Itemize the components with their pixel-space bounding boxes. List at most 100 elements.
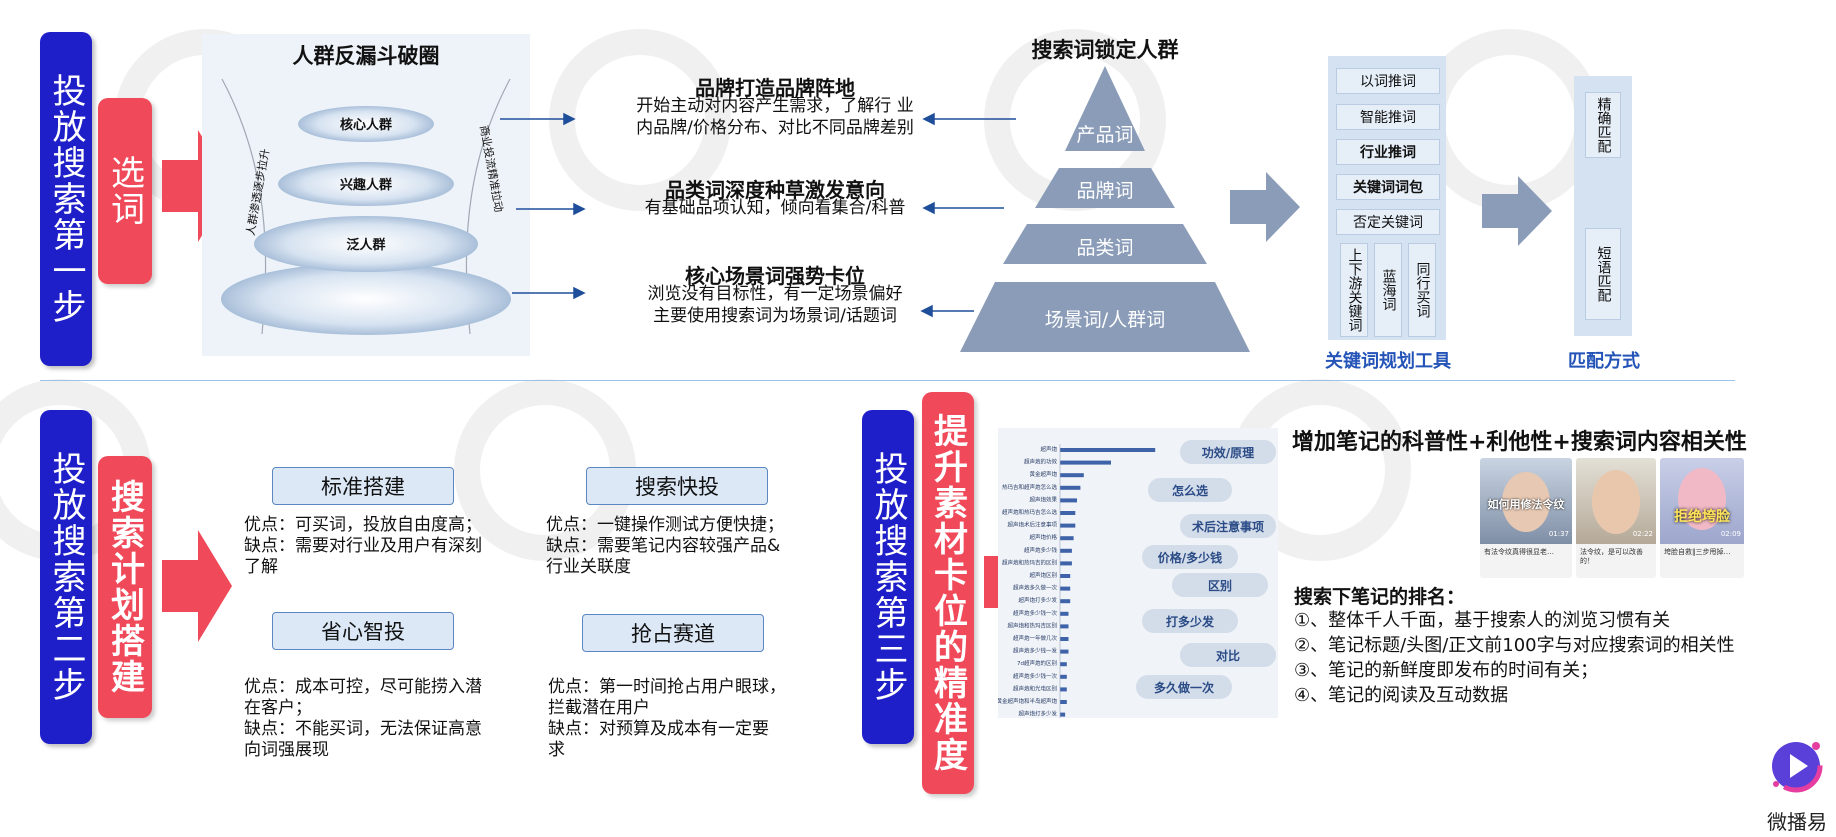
plan-track-line2: 拦截潜在用户: [548, 698, 650, 718]
pyramid-to-text-arrows: [920, 112, 1016, 318]
kw-item-2: 智能推词: [1336, 104, 1440, 130]
chip-shots: 打多少发: [1142, 609, 1238, 633]
kw-vert-1: 上下游关键词: [1340, 243, 1368, 337]
bar: [1060, 574, 1071, 578]
bar: [1060, 611, 1069, 616]
step2-red-arrow: [162, 530, 232, 642]
brand-logo-text: 微播易: [1767, 810, 1827, 834]
chip-diff: 区别: [1172, 573, 1268, 597]
bar-label: 超声炮: [1040, 445, 1057, 453]
bar-label: 黄金超声炮和半岛超声炮: [998, 697, 1057, 705]
plan-smart-line3: 缺点：不能买词，无法保证高意: [244, 719, 482, 739]
bar: [1060, 448, 1156, 452]
bar: [1060, 599, 1071, 604]
step2-title: 投放搜索第二步: [40, 410, 92, 744]
bar: [1060, 649, 1069, 654]
bar-label: 超声炮区别: [1029, 571, 1057, 579]
plan-quick-line3: 行业关联度: [546, 557, 631, 577]
thumb-1-time: 01:37: [1548, 530, 1569, 538]
grey-arrow-1: [1230, 172, 1300, 242]
bar: [1060, 536, 1074, 541]
bar: [1060, 511, 1076, 515]
search-term-bars: 超声炮超声炮的功效黄金超声炮热玛吉和超声炮怎么选超声炮效果超声炮和热玛吉怎么选超…: [998, 444, 1156, 718]
bar: [1060, 662, 1067, 667]
bar: [1060, 473, 1084, 478]
pyramid-level-brand: 品牌词: [1076, 180, 1134, 202]
funnel-layer-broad: 泛人群: [346, 238, 386, 253]
plan-smart: 省心智投: [272, 612, 454, 650]
plan-smart-line4: 向词强展现: [244, 740, 329, 760]
pyramid-level-product: 产品词: [1076, 124, 1134, 146]
thumb-3-overlay: 拒绝垮脸: [1674, 509, 1730, 525]
bar-label: 超声炮打多少发: [1018, 710, 1057, 718]
funnel-layer-interest: 兴趣人群: [339, 178, 392, 193]
funnel-title: 人群反漏斗破圈: [292, 44, 440, 68]
bar: [1060, 561, 1072, 566]
thumb-3-caption: 垮脸自救‖三步甩掉…: [1664, 548, 1731, 556]
pyramid-level-category: 品类词: [1076, 237, 1134, 259]
bar-label: 热玛吉和超声炮怎么选: [1002, 483, 1058, 491]
middle-2-title: 品类词深度种草激发意向: [665, 178, 885, 202]
chip-price: 价格/多少钱: [1142, 545, 1238, 569]
grey-arrow-2: [1482, 176, 1552, 246]
kw-item-4: 关键词词包: [1336, 174, 1440, 200]
bar-label: 超声炮价格: [1029, 533, 1057, 541]
pyramid-title: 搜索词锁定人群: [1031, 38, 1179, 62]
kw-item-5: 否定关键词: [1336, 209, 1440, 235]
middle-3-title: 核心场景词强势卡位: [685, 264, 865, 288]
chip-compare: 对比: [1180, 643, 1276, 667]
plan-quick-line1: 优点：一键操作测试方便快捷；: [546, 515, 784, 535]
thumb-3: 拒绝垮脸 02:09 垮脸自救‖三步甩掉…: [1660, 458, 1744, 578]
kw-item-3: 行业推词: [1336, 139, 1440, 165]
bar-label: 超声炮多久做一次: [1013, 584, 1058, 592]
ranking-title: 搜索下笔记的排名：: [1294, 586, 1466, 608]
ranking-3: ③、笔记的新鲜度即发布的时间有关；: [1294, 660, 1599, 681]
bar-label: 超声炮术后注意事项: [1007, 521, 1057, 529]
middle-3-line1: 浏览没有目标性，有一定场景偏好: [647, 284, 903, 304]
bar-label: 超声炮和热玛吉的区别: [1002, 558, 1057, 566]
section-divider: [40, 380, 1735, 381]
thumb-1: 如何用修法令纹 01:37 有法令纹真得很显老…: [1480, 458, 1572, 578]
middle-2-line1: 有基础品项认知，倾向看集合/科普: [644, 198, 906, 218]
middle-1-title: 品牌打造品牌阵地: [695, 76, 855, 100]
middle-3-line2: 主要使用搜索词为场景词/话题词: [653, 306, 897, 326]
bar: [1060, 712, 1066, 717]
middle-1-line2: 内品牌/价格分布、对比不同品牌差别: [636, 118, 914, 138]
plan-standard: 标准搭建: [272, 467, 454, 505]
step2-subtitle: 搜索计划搭建: [98, 456, 152, 718]
chip-efficacy: 功效/原理: [1180, 440, 1276, 464]
step3-headline: 增加笔记的科普性+利他性+搜索词内容相关性: [1292, 430, 1747, 455]
bar: [1060, 700, 1067, 704]
match-exact: 精确匹配: [1585, 92, 1621, 158]
ranking-4: ④、笔记的阅读及互动数据: [1294, 685, 1509, 706]
bar-label: 超声炮多少钱一次: [1013, 672, 1058, 680]
bar-label: 超声炮多少钱一发: [1013, 647, 1058, 655]
bar: [1060, 523, 1076, 528]
ranking-1: ①、整体千人千面，基于搜索人的浏览习惯有关: [1294, 610, 1671, 631]
thumb-2-time: 02:22: [1632, 530, 1653, 538]
thumb-3-time: 02:09: [1720, 530, 1741, 538]
step1-subtitle: 选词: [98, 98, 152, 284]
chip-aftercare: 术后注意事项: [1180, 514, 1276, 538]
bar-label: 超声炮多少钱一次: [1013, 609, 1058, 617]
kw-vert-3: 同行买词: [1408, 243, 1436, 337]
funnel-to-text-arrows: [500, 112, 586, 300]
chip-frequency: 多久做一次: [1136, 675, 1232, 699]
bar: [1060, 548, 1072, 553]
brand-logo-icon: [1769, 739, 1823, 793]
plan-quick: 搜索快投: [586, 467, 768, 505]
pyramid-level-scene: 场景词/人群词: [1044, 309, 1166, 331]
bar: [1060, 460, 1111, 465]
bar-label: 超声炮效果: [1029, 495, 1057, 503]
funnel-panel: 人群反漏斗破圈 核心人群 兴趣人群 泛人群 人群渗透逐步拉升 商业投流精准拉动: [202, 34, 530, 356]
keyword-tool-label: 关键词规划工具: [1325, 351, 1451, 372]
bar: [1060, 586, 1071, 591]
plan-smart-line1: 优点：成本可控，尽可能捞入潜: [244, 677, 482, 697]
bar-label: 超声炮和热玛吉怎么选: [1002, 508, 1058, 516]
bar-label: 黄金超声炮: [1029, 470, 1057, 478]
bar: [1060, 687, 1067, 692]
step3-title: 投放搜索第三步: [862, 410, 914, 744]
plan-standard-line3: 了解: [244, 557, 278, 577]
thumb-1-overlay: 如何用修法令纹: [1487, 498, 1565, 511]
bar: [1060, 498, 1077, 503]
